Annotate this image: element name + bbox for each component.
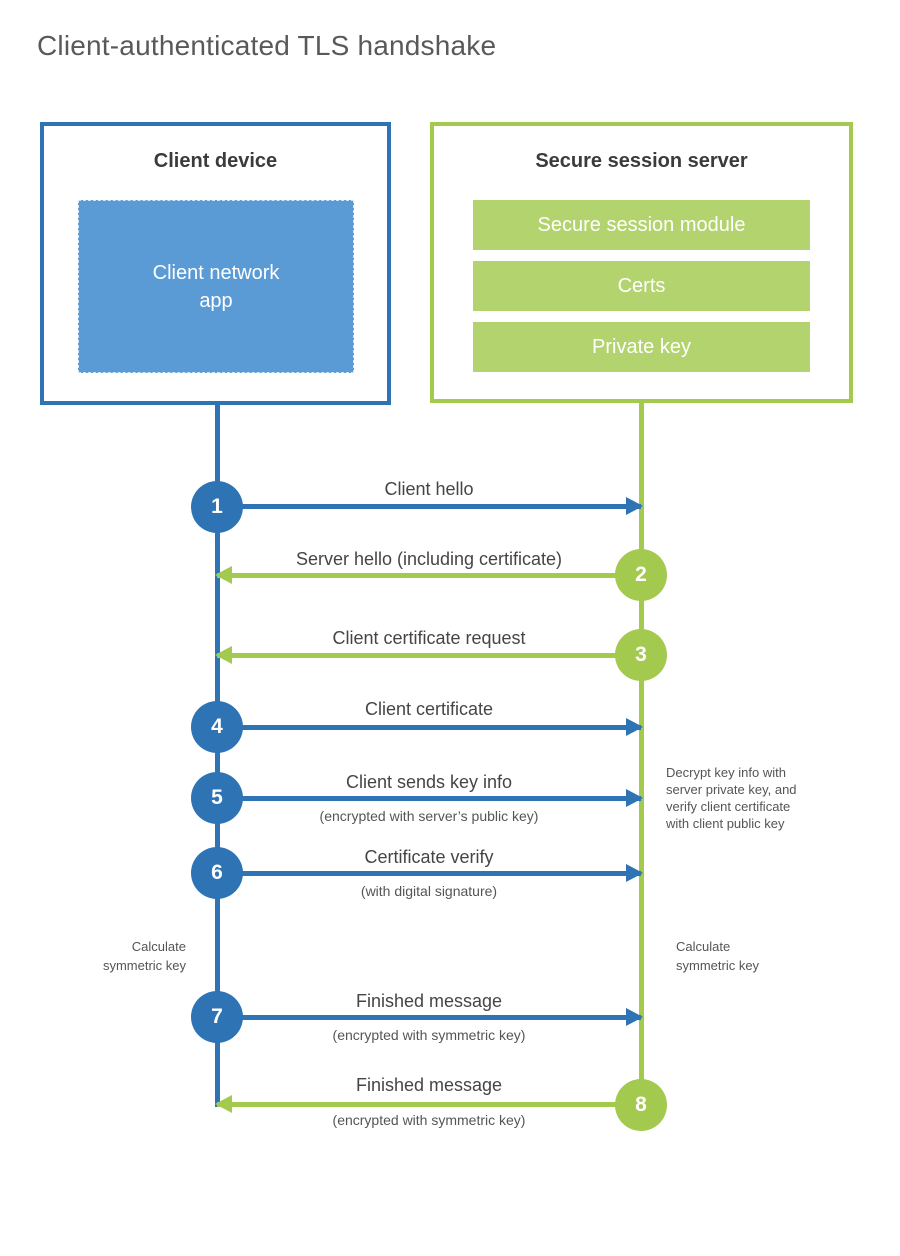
step-1-badge: 1: [191, 481, 243, 533]
step-2-badge: 2: [615, 549, 667, 601]
step-3-label: Client certificate request: [332, 628, 526, 648]
step-4-label: Client certificate: [364, 699, 494, 719]
step-3-badge: 3: [615, 629, 667, 681]
client-network-app-box: Client network app: [78, 200, 354, 373]
arrow-right-icon: [626, 718, 643, 736]
server-module-private-key: Private key: [473, 322, 810, 372]
server-modules-list: Secure session module Certs Private key: [473, 200, 810, 383]
arrow-right-icon: [626, 789, 643, 807]
step-6-badge: 6: [191, 847, 243, 899]
step-7-sublabel: (encrypted with symmetric key): [332, 1027, 526, 1043]
client-device-box: Client device Client network app: [40, 122, 391, 405]
step-5-badge: 5: [191, 772, 243, 824]
server-decrypt-note: Decrypt key info with server private key…: [666, 765, 797, 831]
arrow-left-icon: [215, 646, 232, 664]
secure-session-server-title: Secure session server: [535, 150, 748, 172]
step-1-label: Client hello: [384, 479, 474, 499]
arrow-right-icon: [626, 497, 643, 515]
step-2-label: Server hello (including certificate): [295, 549, 563, 569]
secure-session-server-box: Secure session server Secure session mod…: [430, 122, 853, 403]
step-6-label: Certificate verify: [364, 847, 494, 867]
arrow-left-icon: [215, 566, 232, 584]
client-device-title: Client device: [153, 150, 278, 172]
arrow-client-to-server-step-1: [217, 497, 643, 515]
step-8-badge: 8: [615, 1079, 667, 1131]
client-calculate-symmetric-key-note: Calculate symmetric key: [102, 939, 186, 973]
server-calculate-symmetric-key-note: Calculate symmetric key: [676, 939, 760, 973]
client-lifeline: [215, 405, 220, 1107]
step-5-sublabel: (encrypted with server’s public key): [319, 808, 539, 824]
arrow-right-icon: [626, 864, 643, 882]
step-8-sublabel: (encrypted with symmetric key): [332, 1112, 526, 1128]
arrow-client-to-server-step-5: [217, 789, 643, 807]
server-module-secure-session: Secure session module: [473, 200, 810, 250]
page-title: Client-authenticated TLS handshake: [37, 30, 497, 61]
arrow-client-to-server-step-7: [217, 1008, 643, 1026]
arrow-right-icon: [626, 1008, 643, 1026]
server-module-certs: Certs: [473, 261, 810, 311]
arrow-client-to-server-step-4: [217, 718, 643, 736]
arrow-client-to-server-step-6: [217, 864, 643, 882]
arrow-server-to-client-step-8: [215, 1095, 641, 1113]
step-4-badge: 4: [191, 701, 243, 753]
arrow-server-to-client-step-3: [215, 646, 641, 664]
step-6-sublabel: (with digital signature): [360, 883, 498, 899]
arrow-server-to-client-step-2: [215, 566, 641, 584]
step-8-label: Finished message: [355, 1075, 503, 1095]
server-lifeline: [639, 403, 644, 1106]
arrow-left-icon: [215, 1095, 232, 1113]
step-5-label: Client sends key info: [345, 772, 513, 792]
step-7-badge: 7: [191, 991, 243, 1043]
step-7-label: Finished message: [355, 991, 503, 1011]
